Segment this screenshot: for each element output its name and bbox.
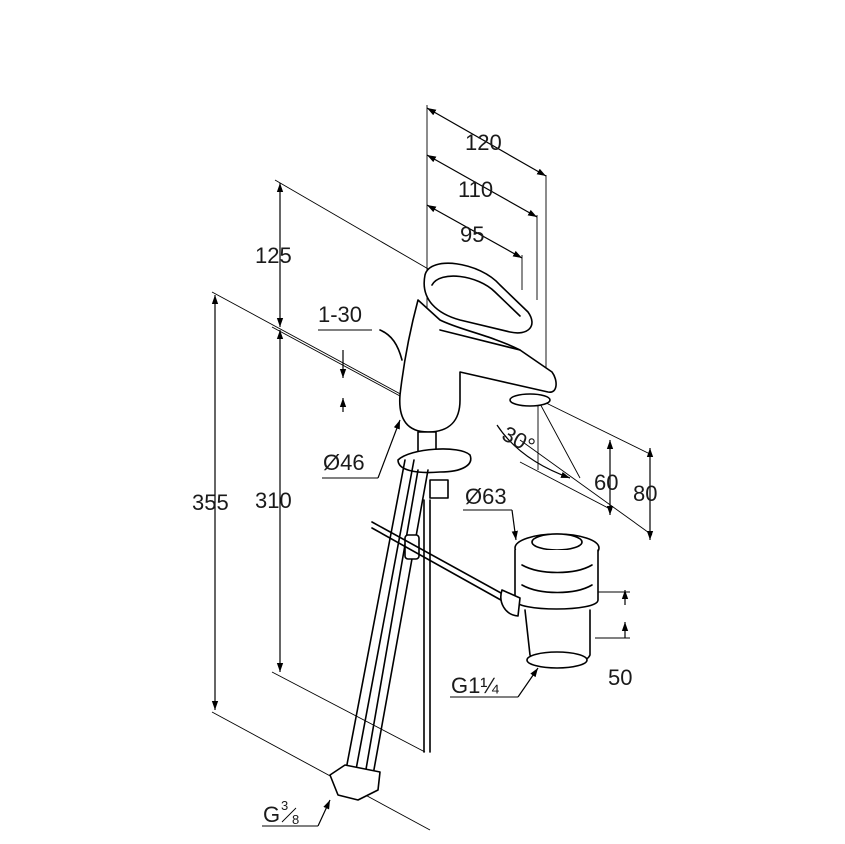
dim-125: 125: [255, 243, 292, 268]
dimension-lines: [211, 105, 654, 831]
dim-95: 95: [460, 222, 484, 247]
dim-diameter-46: Ø46: [323, 450, 365, 475]
dim-angle-30: 30°: [498, 421, 539, 459]
faucet: [329, 262, 557, 801]
dim-60: 60: [594, 470, 618, 495]
dim-80: 80: [633, 481, 657, 506]
dim-1-30: 1-30: [318, 302, 362, 327]
dim-120: 120: [465, 130, 502, 155]
labels: 120 110 95 125 1-30 Ø46 355 310 30° 60 8…: [192, 130, 657, 827]
svg-text:3: 3: [281, 798, 288, 813]
svg-text:8: 8: [292, 812, 299, 827]
thread-g-3-8: G 3 8: [263, 798, 299, 827]
dim-110: 110: [458, 177, 493, 202]
dim-diameter-63: Ø63: [465, 484, 507, 509]
dim-50: 50: [608, 665, 632, 690]
thread-g-1-1-4: G1¼: [451, 673, 499, 698]
waste-valve: [500, 533, 600, 669]
svg-text:G: G: [263, 802, 280, 827]
dim-355: 355: [192, 490, 229, 515]
dim-310: 310: [255, 488, 292, 513]
